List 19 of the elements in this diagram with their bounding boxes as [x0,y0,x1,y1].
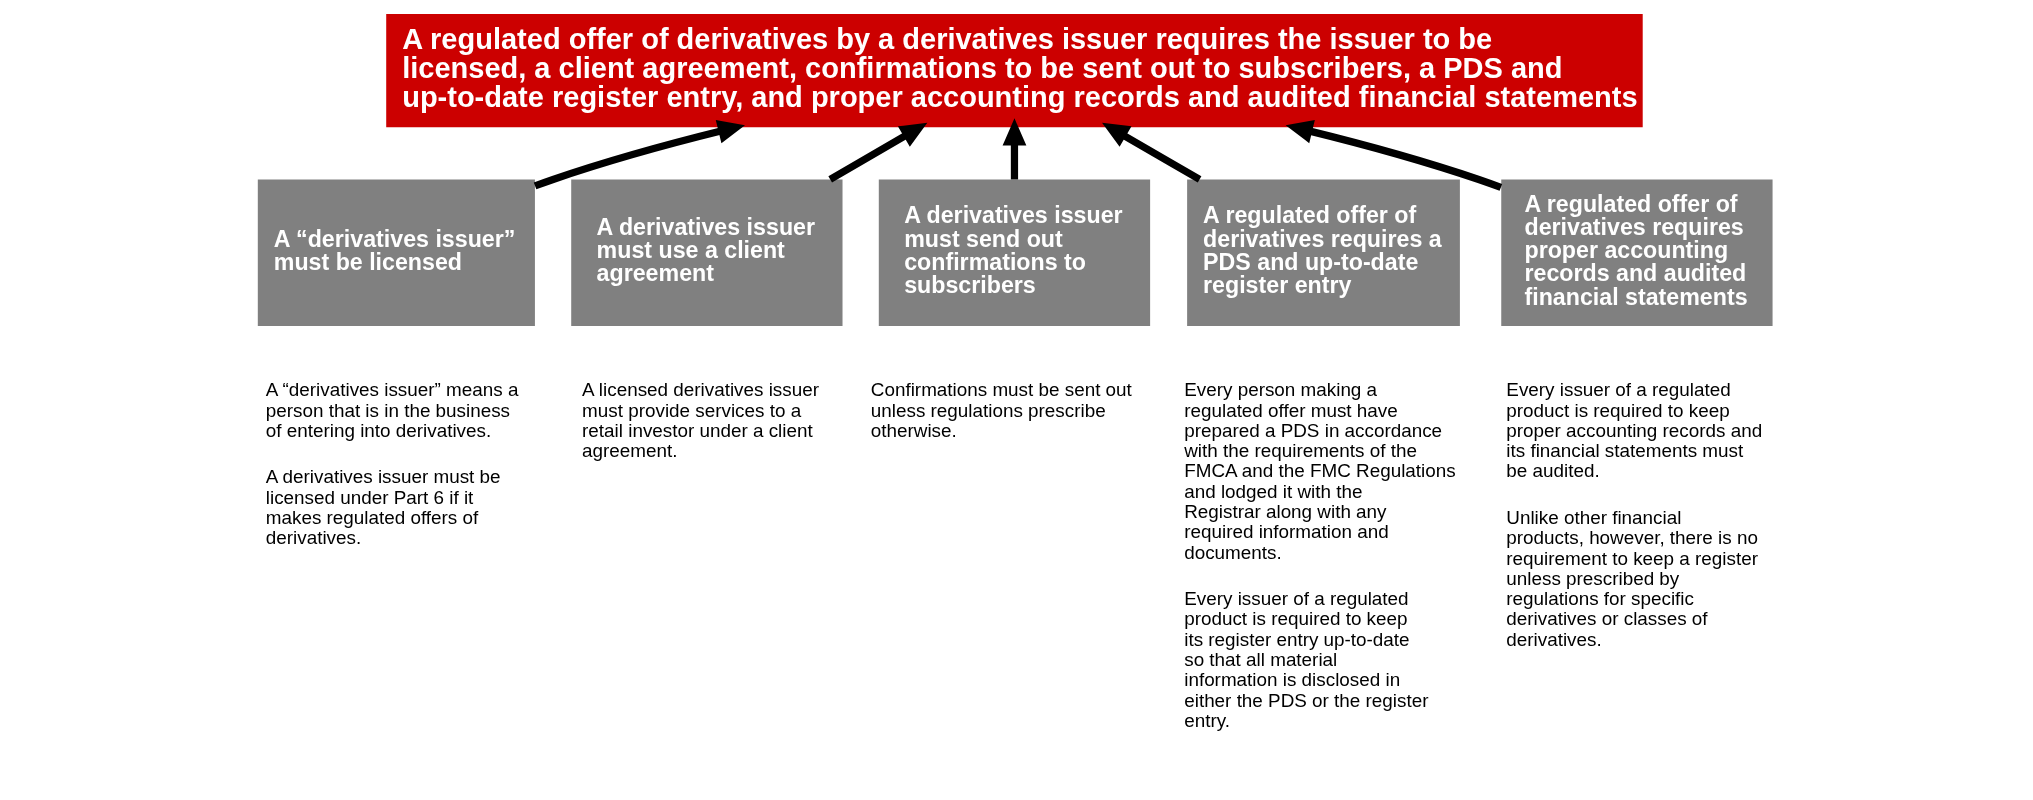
arrow [1285,120,1502,191]
node-label: Every issuer of a regulated product is required to keep its register entry up-to-date so that all material information is disclosed in either the PDS or the register entry. [1183,588,1428,732]
node-label: A “derivatives issuer” means a person that is in the business of entering into derivatives. [265,379,518,441]
arrow [533,120,745,190]
arrow [1002,118,1026,180]
node-box: A regulated offer of derivatives requires proper accounting records and audited financial statements [1500,179,1773,326]
node-box: A derivatives issuer must send out confirmations to subscribers [878,179,1150,326]
node-box: A regulated offer of derivatives requires a PDS and up-to-date register entry [1186,179,1460,326]
arrow [827,122,927,183]
arrow [1101,122,1201,183]
node-label: Every person making a regulated offer must have prepared a PDS in accordance with the requirements of the FMCA and the FMC Regulations and lodged it with the Registrar along with any required information and documents. [1183,379,1456,563]
node-box: A “derivatives issuer” must be licensed [257,179,535,326]
node-label: Unlike other financial products, however, there is no requirement to keep a register unless prescribed by regulations for specific derivatives or classes of derivatives. [1505,506,1758,650]
node-label: A derivatives issuer must be licensed under Part 6 if it makes regulated offers of derivatives. [265,466,501,549]
node-box: A derivatives issuer must use a client agreement [570,179,843,326]
node-label: Every issuer of a regulated product is required to keep proper accounting records and its financial statements must be audited. [1505,379,1762,482]
node-label: A licensed derivatives issuer must provide services to a retail investor under a client agreement. [581,379,819,462]
node-box: A regulated offer of derivatives by a derivatives issuer requires the issuer to be licensed, a client agreement, confirmations to be sent out to subscribers, a PDS and up-to-date register entry, and proper accounting records and audited financial statements [385,14,1643,128]
node-label: Confirmations must be sent out unless regulations prescribe otherwise. [870,379,1132,441]
